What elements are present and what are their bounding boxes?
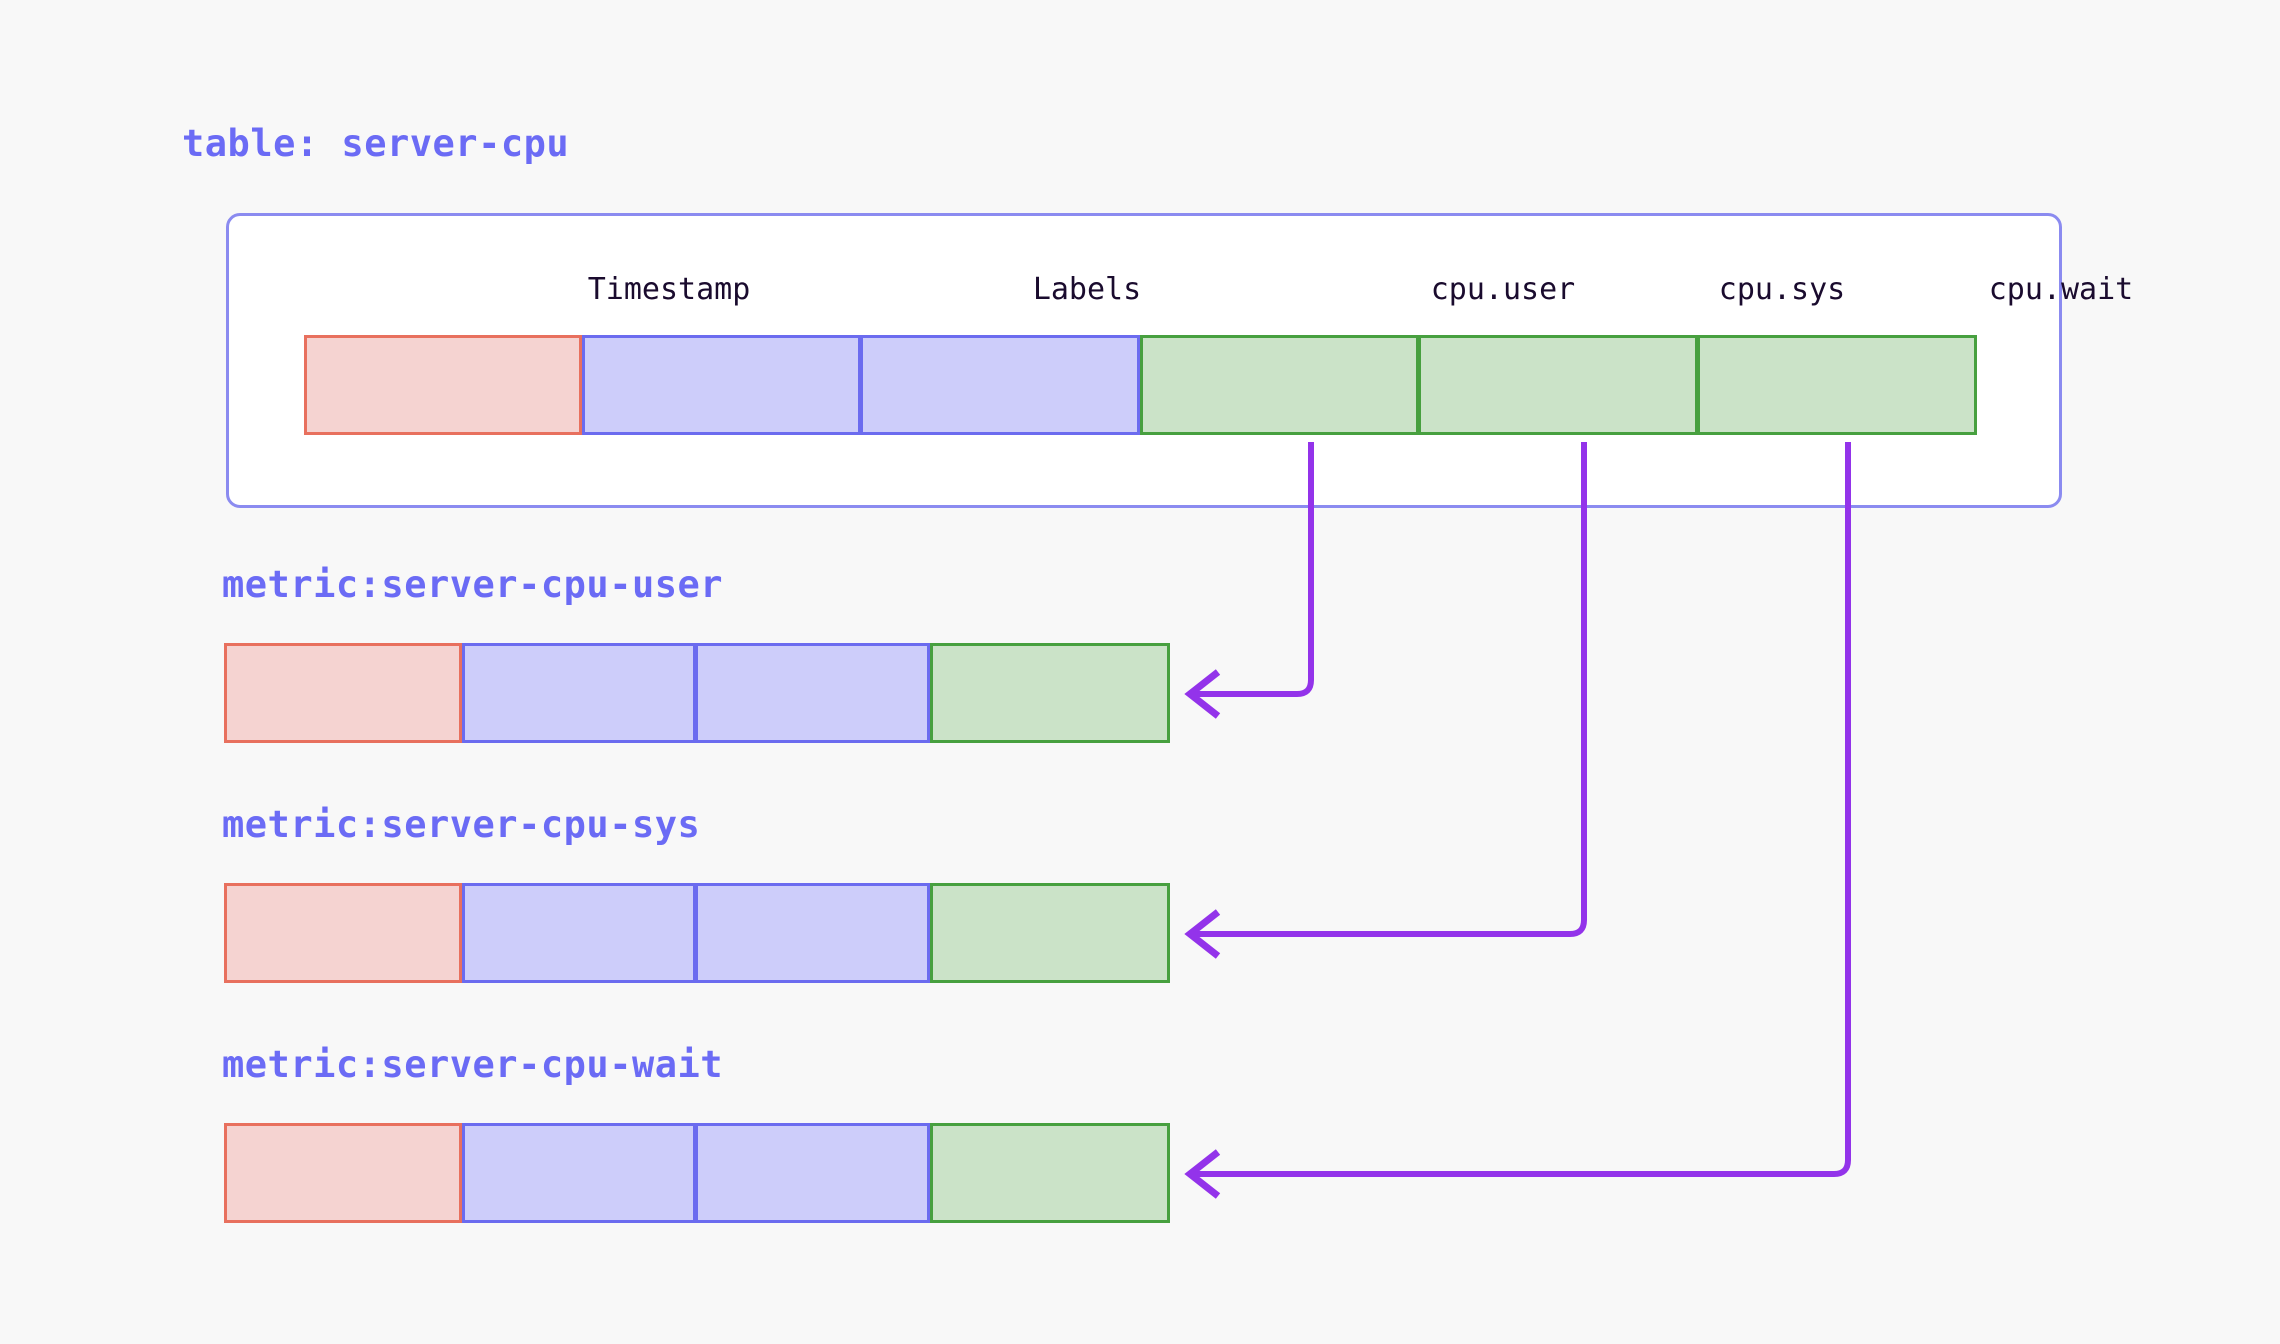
metric-title-wait: metric:server-cpu-wait bbox=[222, 1043, 724, 1086]
metric-cell-label-2 bbox=[696, 883, 930, 983]
metric-row-wait bbox=[224, 1123, 1170, 1223]
metric-row-sys bbox=[224, 883, 1170, 983]
metric-cell-timestamp bbox=[224, 1123, 462, 1223]
table-cell-cpu-sys bbox=[1419, 335, 1698, 435]
column-header-row: Timestamp Labels cpu.user cpu.sys cpu.wa… bbox=[226, 272, 2134, 314]
metric-cell-label-1 bbox=[462, 1123, 696, 1223]
column-header-labels: Labels bbox=[1032, 272, 1142, 307]
column-header-cpu-user: cpu.user bbox=[1430, 272, 1576, 307]
table-cell-timestamp bbox=[304, 335, 582, 435]
connector-arrowhead-3 bbox=[1184, 1149, 1221, 1199]
table-row bbox=[304, 335, 1977, 435]
metric-cell-label-2 bbox=[696, 643, 930, 743]
metric-cell-value bbox=[930, 883, 1170, 983]
metric-cell-label-1 bbox=[462, 643, 696, 743]
metric-row-user bbox=[224, 643, 1170, 743]
table-cell-cpu-user bbox=[1140, 335, 1419, 435]
column-header-cpu-wait: cpu.wait bbox=[1988, 272, 2134, 307]
table-cell-cpu-wait bbox=[1698, 335, 1977, 435]
metric-cell-label-1 bbox=[462, 883, 696, 983]
connector-line-2 bbox=[1190, 442, 1587, 937]
metric-cell-value bbox=[930, 643, 1170, 743]
metric-cell-label-2 bbox=[696, 1123, 930, 1223]
metric-title-user: metric:server-cpu-user bbox=[222, 563, 724, 606]
metric-cell-timestamp bbox=[224, 643, 462, 743]
table-title: table: server-cpu bbox=[182, 122, 570, 165]
connector-arrowhead-1 bbox=[1184, 669, 1221, 719]
table-cell-label-2 bbox=[861, 335, 1140, 435]
connector-line-3 bbox=[1190, 442, 1851, 1177]
table-cell-label-1 bbox=[582, 335, 861, 435]
connector-arrowhead-2 bbox=[1184, 909, 1221, 959]
column-header-cpu-sys: cpu.sys bbox=[1718, 272, 1846, 307]
column-header-timestamp: Timestamp bbox=[587, 272, 751, 307]
metric-cell-timestamp bbox=[224, 883, 462, 983]
metric-cell-value bbox=[930, 1123, 1170, 1223]
metric-title-sys: metric:server-cpu-sys bbox=[222, 803, 701, 846]
